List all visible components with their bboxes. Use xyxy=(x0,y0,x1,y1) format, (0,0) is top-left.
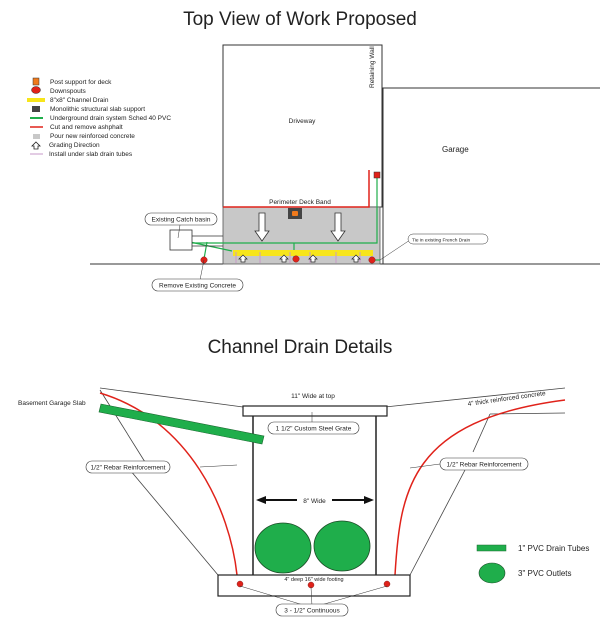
downspout-icon xyxy=(31,86,41,94)
legend-label: Monolithic structural slab support xyxy=(50,106,145,113)
rebar-right xyxy=(394,399,566,576)
grate-label: 1 1/2" Custom Steel Grate xyxy=(276,426,352,433)
legend-drain-tube-icon xyxy=(476,544,507,552)
top-view-title: Top View of Work Proposed xyxy=(183,9,417,30)
slab-support-icon xyxy=(32,106,40,112)
legend-outlets-label: 3" PVC Outlets xyxy=(518,569,572,578)
grading-arrows xyxy=(254,212,346,242)
rebar-right-label: 1/2" Rebar Reinforcement xyxy=(447,462,522,469)
pvc-outlet xyxy=(254,522,312,574)
continuous-callout xyxy=(275,603,349,617)
legend-label: Underground drain system Sched 40 PVC xyxy=(50,115,171,122)
french-drain-label: Tie in existing French Drain xyxy=(412,238,471,244)
grate-callout xyxy=(267,421,360,435)
footing-label: 4" deep 16" wide footing xyxy=(284,577,343,583)
continuous-leaders xyxy=(239,585,388,608)
post-support-icon xyxy=(32,77,40,86)
legend-label: 8"x8" Channel Drain xyxy=(50,97,109,104)
perimeter-band-label: Perimeter Deck Band xyxy=(269,199,331,206)
catch-basin-label: Existing Catch basin xyxy=(152,217,211,224)
legend-label: Cut and remove ashphalt xyxy=(50,124,123,131)
continuous-label: 3 - 1/2" Continuous xyxy=(284,608,340,615)
post-support xyxy=(373,171,381,179)
grading-arrows-up xyxy=(238,254,361,263)
remove-concrete-callout xyxy=(151,278,244,292)
rebar-left xyxy=(99,392,238,576)
wide-top-label: 11" Wide at top xyxy=(291,393,335,400)
grading-arrow-icon xyxy=(31,141,41,150)
catch-basin xyxy=(169,229,193,251)
french-drain-callout xyxy=(407,233,489,245)
width-dimension: 8" Wide xyxy=(256,496,374,505)
slab-lines xyxy=(99,387,566,576)
legend-label: Install under slab drain tubes xyxy=(49,151,133,158)
channel-drain xyxy=(233,250,373,256)
slab-label: Basement Garage Slab xyxy=(18,400,86,407)
detail-title: Channel Drain Details xyxy=(208,337,393,358)
cut-asphalt-line xyxy=(223,170,370,208)
pvc-outlet xyxy=(313,520,371,572)
catch-basin-callout xyxy=(144,212,218,226)
grading-arrow-down xyxy=(254,212,270,242)
drain-tubes xyxy=(235,252,361,263)
legend-tubes-label: 1" PVC Drain Tubes xyxy=(518,544,589,553)
concrete-icon xyxy=(33,134,40,139)
driveway-area xyxy=(222,44,383,208)
grading-arrow-down xyxy=(330,212,346,242)
legend-label: Downspouts xyxy=(50,88,87,95)
legend: Post support for deck Downspouts 8"x8" C… xyxy=(27,77,171,158)
steel-grate xyxy=(242,405,388,417)
post-support xyxy=(292,211,298,216)
legend-label: Grading Direction xyxy=(49,142,100,149)
driveway-label: Driveway xyxy=(289,118,316,125)
rebar-left-callout xyxy=(85,460,171,474)
legend-label: Post support for deck xyxy=(50,79,112,86)
legend-label: Pour new reinforced concrete xyxy=(50,133,135,140)
width-label: 8" Wide xyxy=(303,498,326,505)
rebar-continuous xyxy=(236,580,391,589)
retaining-wall-label: Retaining Wall xyxy=(369,46,376,88)
rebar-right-callout xyxy=(439,457,529,471)
channel-drain-icon xyxy=(27,98,45,102)
legend-outlet-icon xyxy=(478,562,506,584)
remove-concrete-label: Remove Existing Concrete xyxy=(159,283,236,290)
rebar-left-label: 1/2" Rebar Reinforcement xyxy=(91,465,166,472)
garage-label: Garage xyxy=(442,145,469,154)
pvc-drain-tube xyxy=(98,403,265,445)
